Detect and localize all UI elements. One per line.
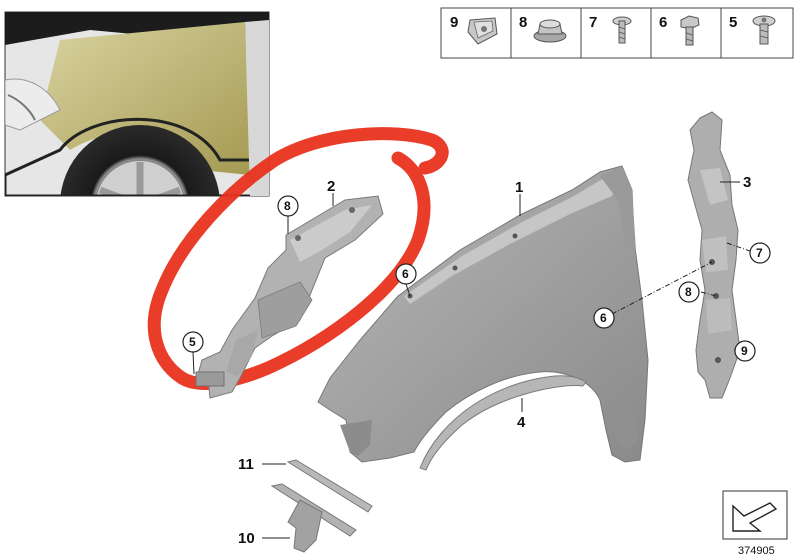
- callout-part-2: 2: [327, 178, 335, 195]
- callout-circle: [734, 340, 756, 362]
- screw-icon: [612, 16, 632, 44]
- legend-number: 6: [659, 14, 667, 31]
- callout-fastener-6: 6: [600, 311, 607, 325]
- trim-strip-part[interactable]: [286, 459, 373, 513]
- callout-circle: [182, 331, 204, 353]
- callout-fastener-7: 7: [756, 246, 763, 260]
- callout-part-1: 1: [515, 179, 523, 196]
- callout-fastener-8: 8: [685, 285, 692, 299]
- callout-labels: 1 2 3 4 11 10 8 5 6 6 7 8 9: [182, 174, 771, 547]
- legend-number: 9: [450, 14, 458, 31]
- legend-number: 7: [589, 14, 597, 31]
- legend-cell-9[interactable]: 9: [450, 14, 498, 45]
- callout-part-3: 3: [743, 174, 751, 191]
- side-support-part[interactable]: [687, 111, 741, 399]
- fender-bracket-part[interactable]: [195, 195, 384, 399]
- callout-circle: [593, 307, 615, 329]
- torx-screw-icon: [752, 15, 776, 45]
- callout-circle: [395, 263, 417, 285]
- lower-bracket-part[interactable]: [270, 483, 357, 553]
- diagram-reference-number: 374905: [738, 545, 775, 557]
- callout-circle: [749, 242, 771, 264]
- vehicle-inset-image: [4, 11, 270, 197]
- callout-part-4: 4: [517, 414, 526, 431]
- wheel-arch-trim-part[interactable]: [419, 375, 587, 471]
- clip-nut-icon: [467, 17, 498, 45]
- callout-fastener-6: 6: [402, 267, 409, 281]
- callout-circle: [277, 195, 299, 217]
- legend-number: 8: [519, 14, 527, 31]
- leader-lines: [192, 181, 751, 539]
- arrow-icon: [732, 502, 778, 532]
- fastener-legend: 9 8 7 6: [440, 7, 794, 59]
- callout-circle: [678, 281, 700, 303]
- front-fender-part[interactable]: [317, 165, 649, 463]
- callout-fastener-8: 8: [284, 199, 291, 213]
- legend-cell-5[interactable]: 5: [729, 14, 776, 45]
- flange-nut-icon: [533, 19, 567, 43]
- legend-cell-8[interactable]: 8: [519, 14, 567, 43]
- callout-fastener-9: 9: [741, 344, 748, 358]
- callout-fastener-5: 5: [189, 335, 196, 349]
- legend-cell-7[interactable]: 7: [589, 14, 632, 44]
- legend-cell-6[interactable]: 6: [659, 14, 700, 46]
- hex-bolt-icon: [680, 15, 700, 46]
- callout-part-10: 10: [238, 530, 255, 547]
- legend-number: 5: [729, 14, 737, 31]
- orientation-arrow-box: [722, 490, 788, 540]
- callout-part-11: 11: [238, 456, 254, 473]
